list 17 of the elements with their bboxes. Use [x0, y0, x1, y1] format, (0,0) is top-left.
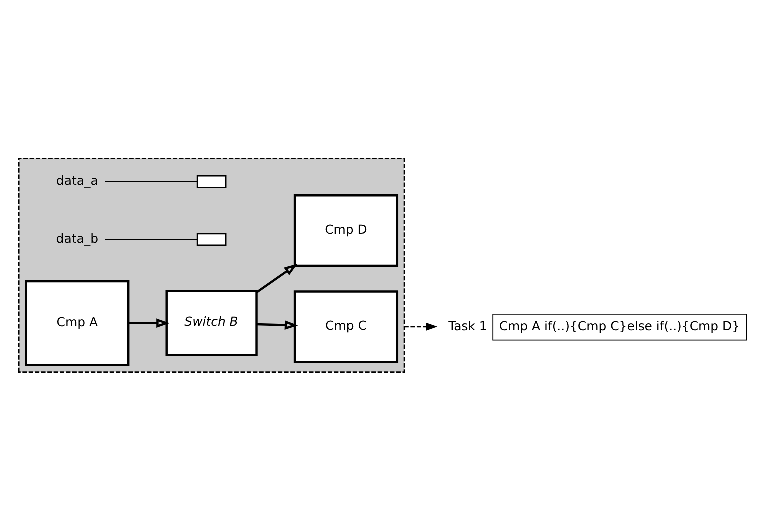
node-text: data_b: [56, 230, 98, 246]
arrow: [256, 320, 298, 330]
connector: [105, 238, 198, 240]
node-box: Switch B: [166, 290, 258, 356]
node-box: [196, 174, 227, 188]
node-box: Cmp C: [294, 290, 399, 363]
node-text: data_a: [56, 172, 98, 188]
node-box: Cmp A: [25, 280, 130, 366]
node-label: Task 1: [448, 318, 488, 334]
arrow: [256, 264, 298, 293]
arrow: [128, 318, 170, 328]
connector: [105, 180, 198, 182]
node-box: Cmp D: [294, 194, 399, 267]
cluster: [18, 158, 406, 372]
node-box: Cmp A if(..){Cmp C}else if(..){Cmp D}: [492, 314, 748, 340]
arrow: [404, 322, 438, 330]
node-box: [196, 232, 227, 246]
